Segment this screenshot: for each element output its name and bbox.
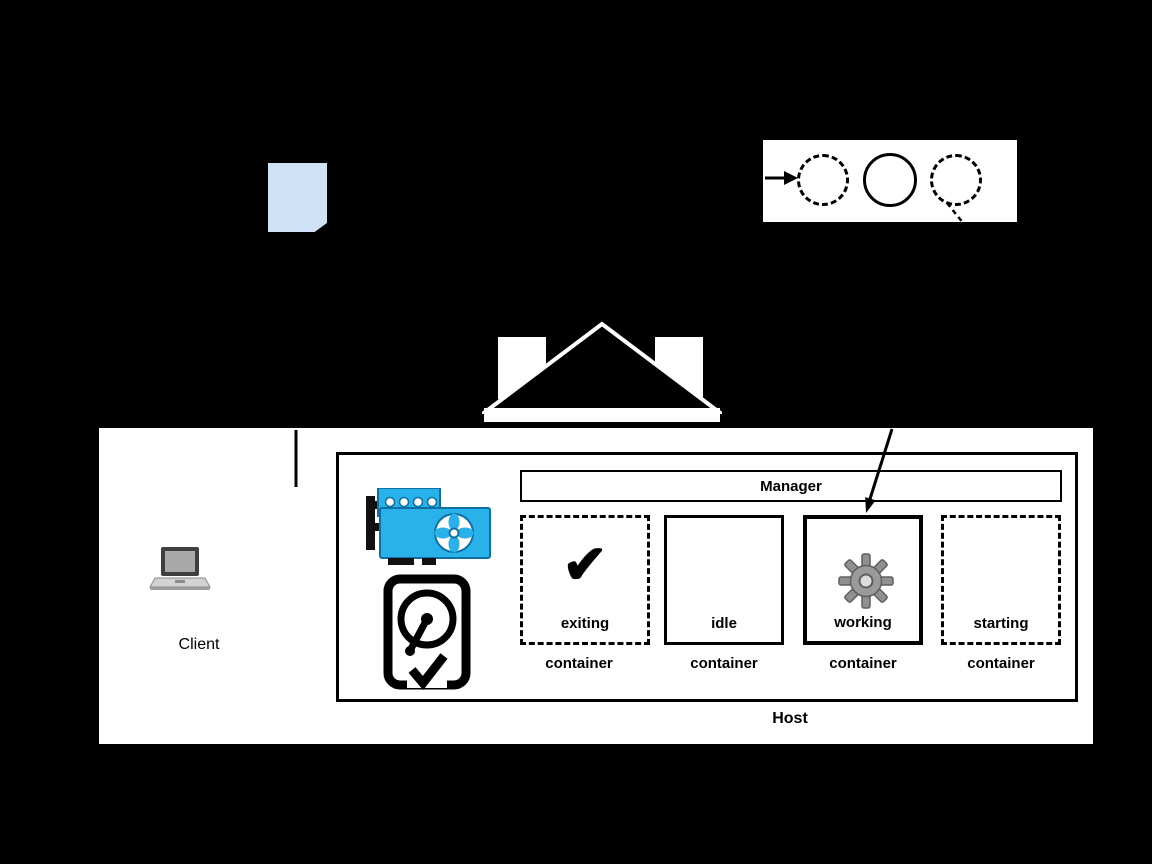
manager-bar: Manager — [520, 470, 1062, 502]
container-box-idle: idle — [664, 515, 784, 645]
container-box-working: working — [803, 515, 923, 645]
gear-icon — [838, 553, 894, 609]
hard-disk-icon — [383, 574, 471, 691]
document-icon — [268, 163, 327, 232]
house-icon — [482, 321, 722, 422]
container-caption: container — [690, 655, 758, 672]
gpu-icon — [366, 488, 491, 565]
process-pool-panel — [763, 140, 1017, 222]
container-caption: container — [967, 655, 1035, 672]
container-caption: container — [545, 655, 613, 672]
container-box-starting: starting — [941, 515, 1061, 645]
dashed-circle-icon — [930, 154, 982, 206]
host-label: Host — [772, 710, 808, 727]
container-state-label: working — [834, 614, 892, 631]
check-icon — [408, 653, 448, 691]
client-label: Client — [178, 636, 220, 653]
manager-label: Manager — [760, 477, 822, 495]
container-state-label: starting — [973, 615, 1029, 632]
laptop-icon — [149, 547, 211, 590]
container-state-label: idle — [711, 615, 737, 632]
solid-circle-icon — [863, 153, 917, 207]
container-box-exiting: ✔ exiting — [520, 515, 650, 645]
container-caption: container — [829, 655, 897, 672]
check-icon: ✔ — [562, 535, 608, 595]
dashed-circle-icon — [797, 154, 849, 206]
container-state-label: exiting — [560, 615, 610, 632]
host-panel: Client Manager — [99, 428, 1093, 744]
runtime-panel: Manager — [336, 452, 1078, 702]
house-base — [484, 408, 720, 422]
